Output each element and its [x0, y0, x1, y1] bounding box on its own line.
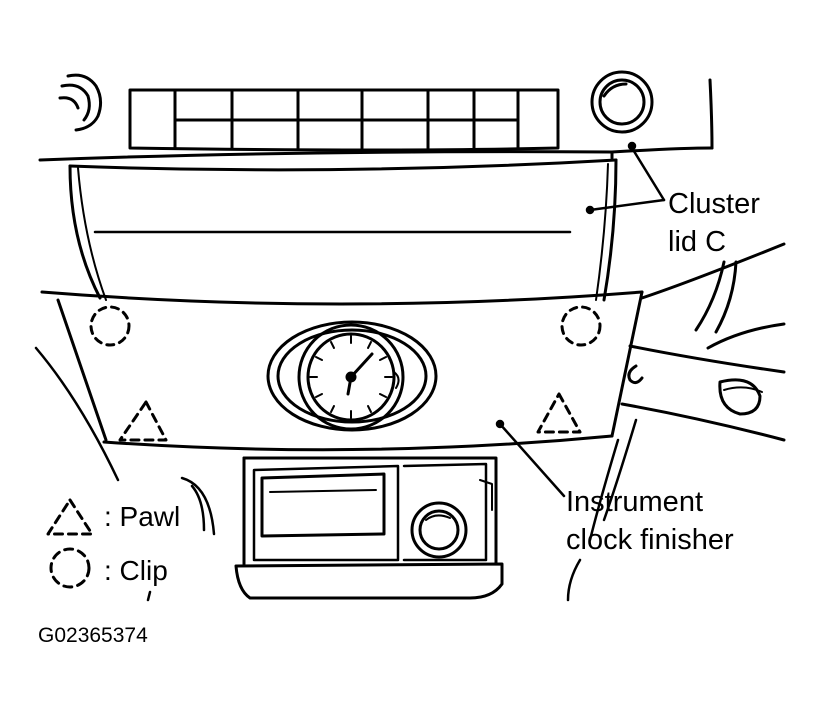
clock-ticks [309, 335, 393, 419]
cluster-lid-label-line2: lid C [668, 226, 727, 258]
pawl-left-marker [118, 400, 168, 442]
lower-tray-assembly [234, 456, 504, 600]
legend-pawl-icon [46, 498, 94, 536]
clip-right-marker [560, 305, 602, 347]
cluster-lid-leader-lower [588, 198, 666, 212]
upper-dash-outline [38, 78, 714, 162]
finisher-label-line1: Instrument [566, 486, 703, 518]
pawl-markers [118, 392, 582, 442]
cluster-lid-label-line1: Cluster [668, 188, 760, 220]
side-panel-lines [34, 346, 638, 602]
center-vent-grille [128, 88, 560, 152]
left-vent-knob [58, 73, 103, 132]
clock [266, 320, 438, 432]
cigarette-lighter [410, 501, 468, 559]
cluster-lid-leader-upper [630, 146, 666, 202]
legend-pawl-label: : Pawl [104, 501, 181, 532]
removal-tool [620, 242, 786, 442]
figure-id: G02365374 [38, 624, 148, 647]
callout-leaders [495, 141, 666, 498]
legend-symbols [46, 498, 94, 589]
cluster-lid-c [68, 158, 618, 302]
clock-hands [345, 352, 374, 396]
pawl-right-marker [536, 392, 582, 434]
instrument-clock-finisher [40, 290, 644, 452]
legend-clip-label: : Clip [104, 555, 168, 586]
clip-markers [89, 305, 602, 347]
clip-left-marker [89, 305, 131, 347]
right-vent-knob [590, 70, 654, 134]
finisher-label-line2: clock finisher [566, 524, 734, 556]
finisher-leader [498, 422, 566, 498]
legend-clip-icon [49, 547, 91, 589]
